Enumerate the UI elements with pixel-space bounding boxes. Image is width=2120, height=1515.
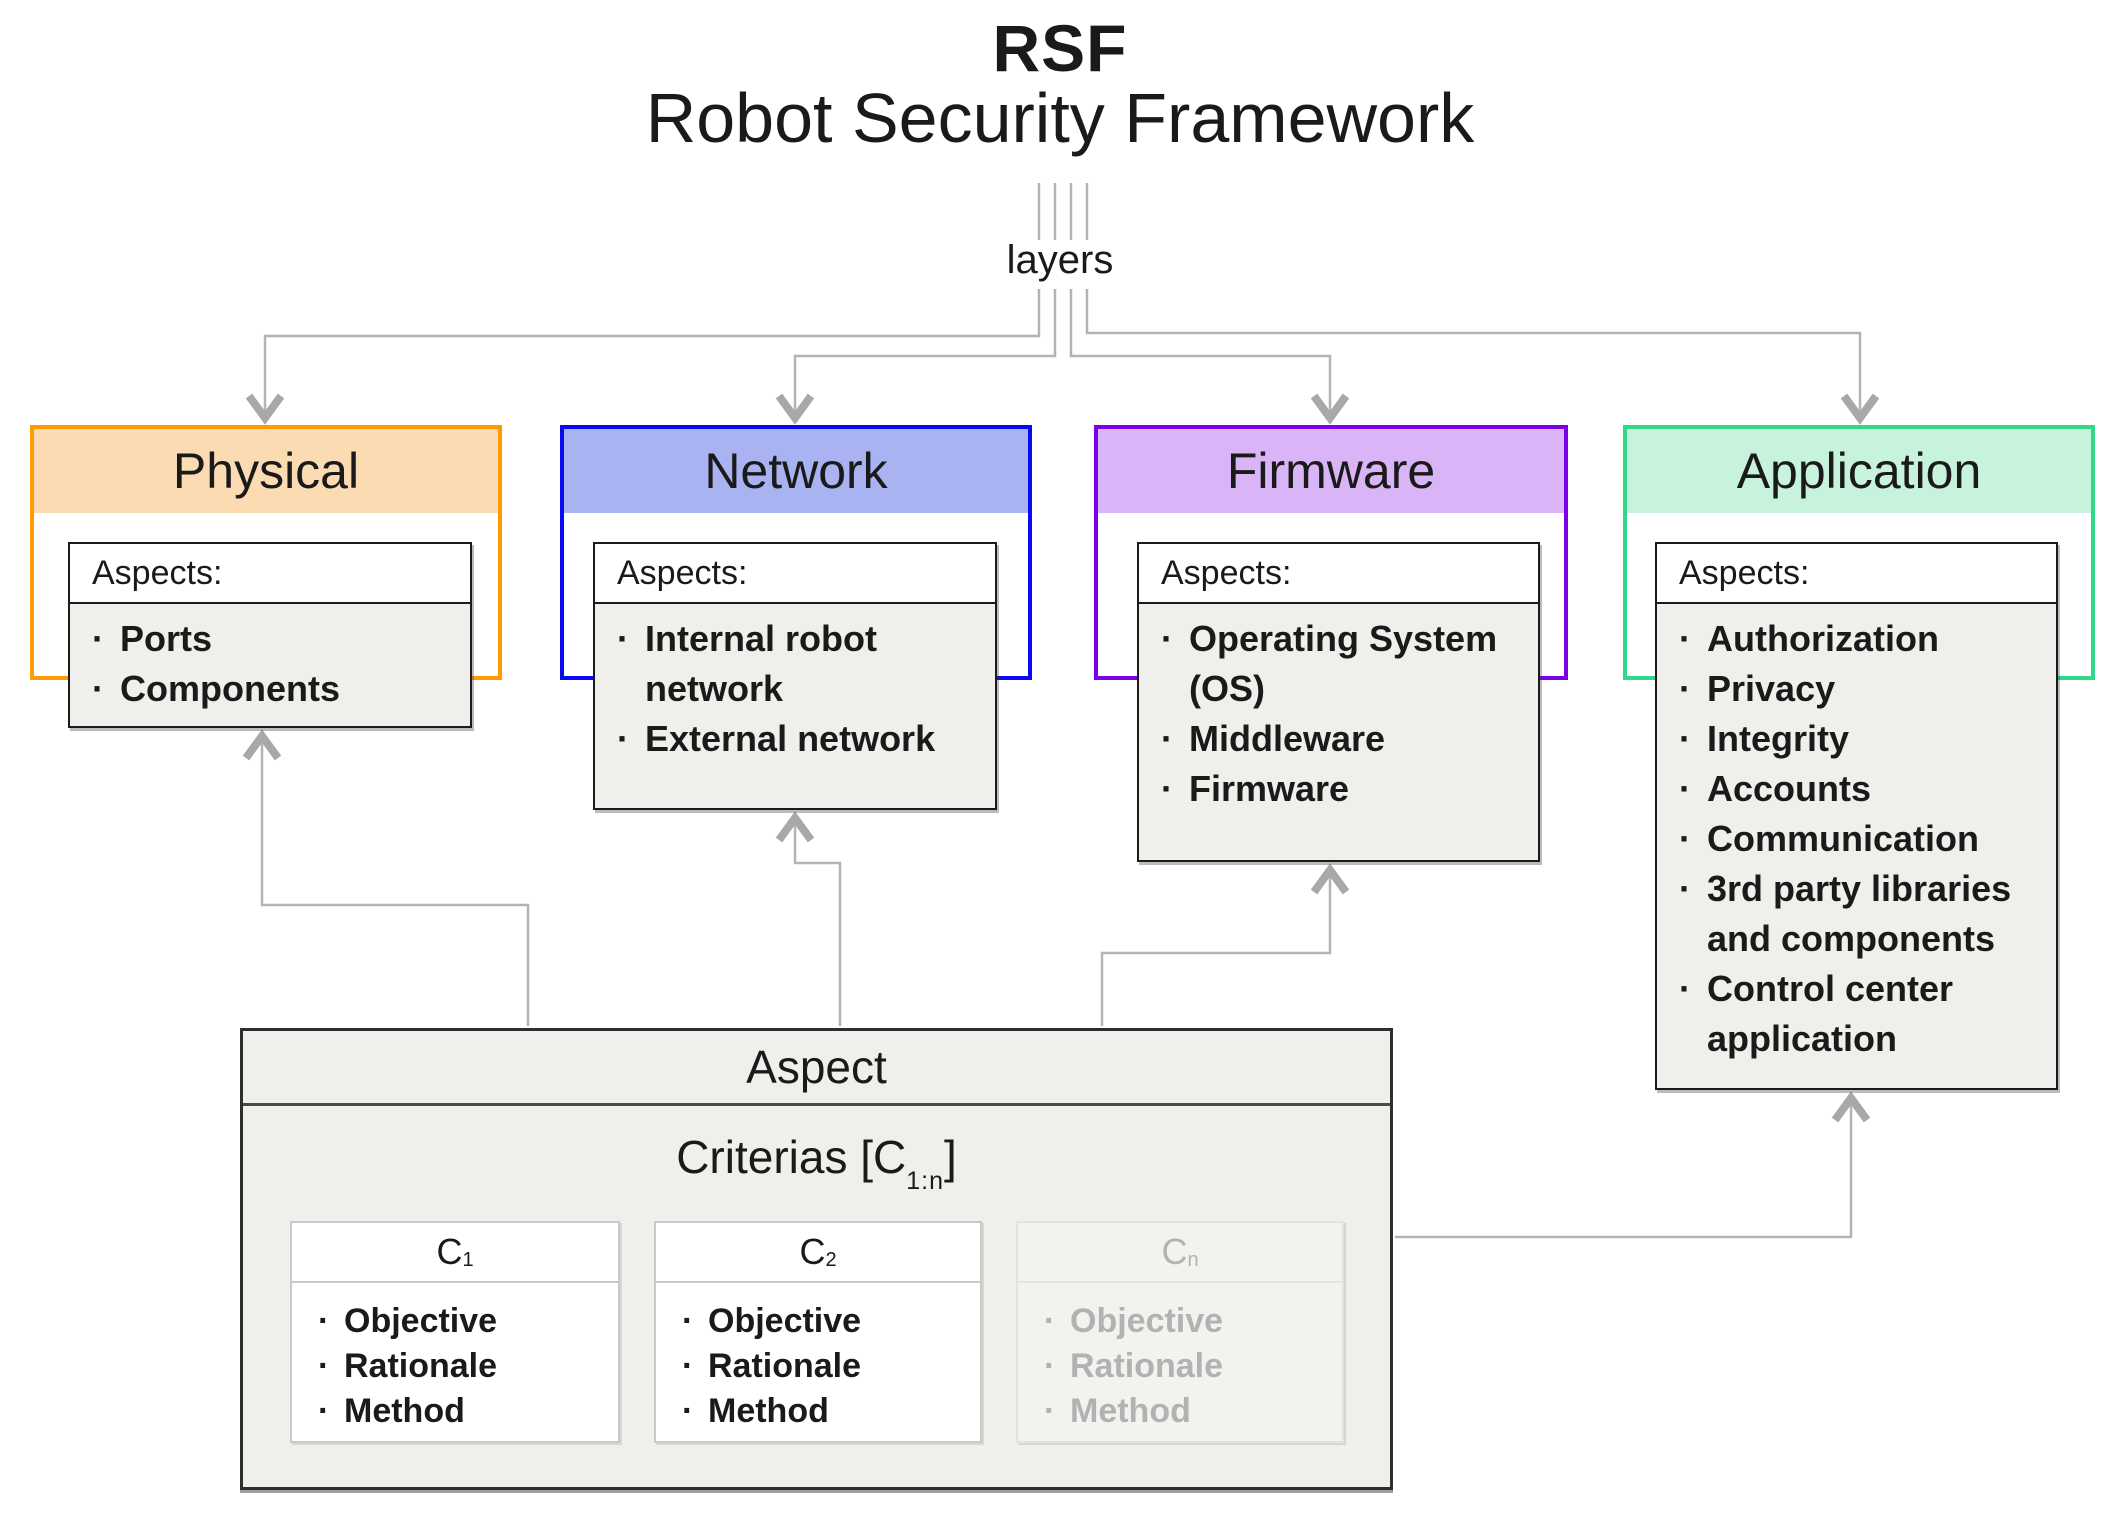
layer-title-network: Network [564, 429, 1028, 513]
diagram-title: RSF [992, 11, 1128, 85]
criteria-card-1-list: Objective Rationale Method [292, 1283, 618, 1434]
aspect-item: External network [609, 714, 981, 764]
connector-aspect-to-physical [242, 729, 530, 1026]
aspect-item: Internal robot network [609, 614, 981, 714]
criteria-card-2: C2 Objective Rationale Method [654, 1221, 982, 1443]
firmware-aspects-box: Aspects: Operating System (OS) Middlewar… [1137, 542, 1540, 862]
criteria-item: Rationale [678, 1344, 974, 1389]
aspect-item: Ports [84, 614, 456, 664]
criteria-card-2-list: Objective Rationale Method [656, 1283, 980, 1434]
aspect-item: Integrity [1671, 714, 2042, 764]
aspect-item: Firmware [1153, 764, 1524, 814]
layer-title-firmware: Firmware [1098, 429, 1564, 513]
aspects-header: Aspects: [1657, 544, 2056, 604]
connector-title-to-application [1085, 289, 1880, 425]
firmware-aspects-list: Operating System (OS) Middleware Firmwar… [1139, 604, 1538, 860]
network-aspects-list: Internal robot network External network [595, 604, 995, 808]
criteria-item: Method [678, 1389, 974, 1434]
physical-aspects-box: Aspects: Ports Components [68, 542, 472, 728]
aspect-item: Middleware [1153, 714, 1524, 764]
criteria-item: Rationale [1040, 1344, 1336, 1389]
aspects-header: Aspects: [70, 544, 470, 604]
connector-aspect-to-application [1395, 1091, 1871, 1239]
criteria-item: Objective [1040, 1299, 1336, 1344]
network-aspects-box: Aspects: Internal robot network External… [593, 542, 997, 810]
connector-aspect-to-network [775, 811, 842, 1026]
connector-title-to-network [775, 289, 1057, 425]
layers-label: layers [1006, 238, 1114, 282]
aspect-item: Accounts [1671, 764, 2042, 814]
aspects-header: Aspects: [1139, 544, 1538, 604]
criteria-card-1: C1 Objective Rationale Method [290, 1221, 620, 1443]
criteria-item: Rationale [314, 1344, 612, 1389]
layer-title-physical: Physical [34, 429, 498, 513]
application-aspects-list: Authorization Privacy Integrity Accounts… [1657, 604, 2056, 1088]
aspect-item: Components [84, 664, 456, 714]
criteria-card-n: Cn Objective Rationale Method [1016, 1221, 1344, 1443]
aspect-item: Authorization [1671, 614, 2042, 664]
diagram-subtitle: Robot Security Framework [645, 79, 1475, 157]
aspects-header: Aspects: [595, 544, 995, 604]
layer-title-application: Application [1627, 429, 2091, 513]
aspect-item: Operating System (OS) [1153, 614, 1524, 714]
aspect-item: Control center application [1671, 964, 2042, 1064]
aspect-detail-panel: Aspect Criterias [C1:n] C1 Objective Rat… [240, 1028, 1393, 1490]
criteria-item: Method [314, 1389, 612, 1434]
aspect-item: Privacy [1671, 664, 2042, 714]
criteria-item: Objective [314, 1299, 612, 1344]
connector-aspect-to-firmware [1100, 863, 1350, 1026]
aspect-item: Communication [1671, 814, 2042, 864]
criteria-card-n-list: Objective Rationale Method [1018, 1283, 1342, 1434]
connector-title-to-physical [245, 289, 1041, 425]
criterias-label: Criterias [C1:n] [676, 1131, 957, 1196]
physical-aspects-list: Ports Components [70, 604, 470, 726]
criteria-item: Method [1040, 1389, 1336, 1434]
aspect-item: 3rd party libraries and components [1671, 864, 2042, 964]
application-aspects-box: Aspects: Authorization Privacy Integrity… [1655, 542, 2058, 1090]
criteria-item: Objective [678, 1299, 974, 1344]
layers-fan-lines [1037, 183, 1089, 240]
aspect-panel-title: Aspect [243, 1031, 1390, 1106]
connector-title-to-firmware [1069, 289, 1350, 425]
